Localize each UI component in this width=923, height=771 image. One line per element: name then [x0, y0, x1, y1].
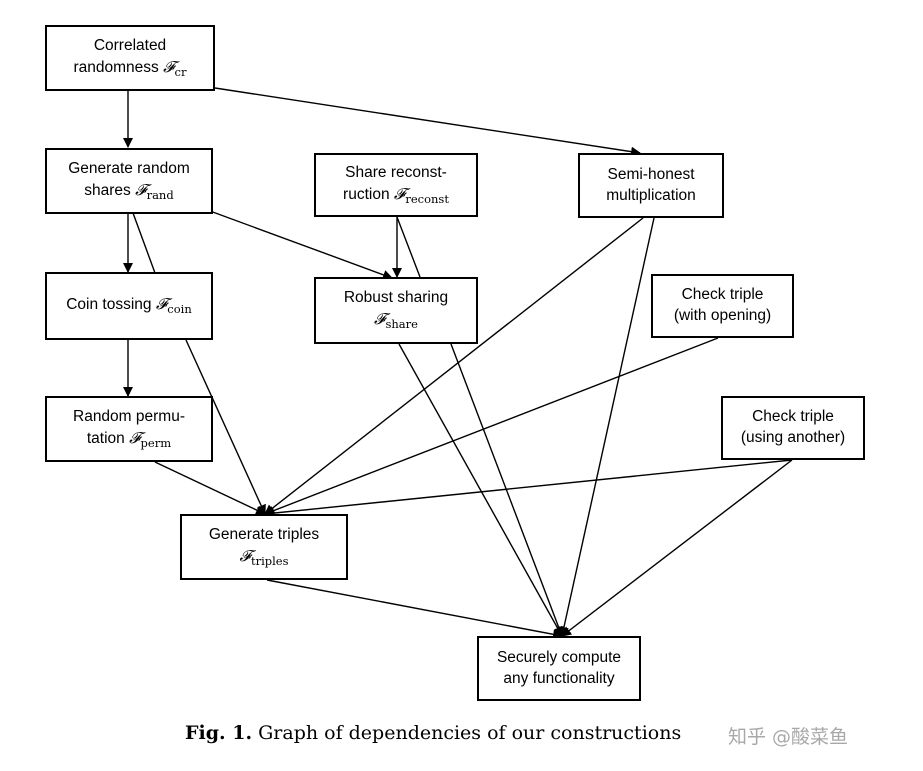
- math-subscript: perm: [140, 435, 172, 450]
- edge-semi-to-triples: [264, 217, 644, 515]
- node-correlated-randomness: Correlated randomness 𝓕cr: [45, 25, 215, 91]
- edge-triples-to-secure: [266, 579, 563, 640]
- caption-text: Graph of dependencies of our constructio…: [252, 722, 682, 744]
- node-text: Check triple: [752, 408, 834, 426]
- edge-perm-to-triples: [154, 461, 266, 515]
- node-text: ruction: [343, 185, 394, 203]
- edge-checkanother-to-secure: [561, 459, 793, 637]
- figure-caption: Fig. 1. Graph of dependencies of our con…: [185, 722, 745, 744]
- node-text: any functionality: [503, 669, 615, 687]
- edge-coin-to-triples: [185, 339, 266, 515]
- node-text: multiplication: [606, 186, 696, 204]
- node-semi-honest-multiplication: Semi-honest multiplication: [578, 153, 724, 218]
- math-subscript: share: [385, 317, 418, 332]
- node-text: Generate triples: [208, 525, 320, 543]
- edge-reconst-to-secure: [396, 216, 421, 278]
- node-text: shares: [84, 181, 136, 199]
- node-generate-random-shares: Generate random shares 𝓕rand: [45, 148, 213, 214]
- watermark: 知乎 @酸菜鱼: [728, 726, 849, 748]
- node-check-triple-with-opening: Check triple (with opening): [651, 274, 794, 338]
- math-symbol: 𝓕: [135, 180, 147, 199]
- node-text: tation: [86, 429, 130, 447]
- edge-checkopen-to-triples: [264, 337, 719, 516]
- node-robust-sharing: Robust sharing 𝓕share: [314, 277, 478, 344]
- node-text: Share reconst-: [345, 163, 447, 181]
- edge-checkanother-to-triples: [264, 459, 793, 519]
- edge-rand-to-triples: [132, 212, 156, 274]
- node-text: Robust sharing: [343, 289, 449, 307]
- edge-rand-to-robust: [209, 210, 393, 280]
- math-subscript: triples: [250, 553, 289, 568]
- caption-label: Fig. 1.: [185, 722, 253, 744]
- math-symbol: 𝓕: [393, 184, 406, 203]
- node-text: (using another): [740, 429, 846, 446]
- node-text: Random permu-: [73, 407, 185, 425]
- node-generate-triples: Generate triples 𝓕triples: [180, 514, 348, 580]
- node-text: Semi-honest: [607, 165, 695, 183]
- math-subscript: coin: [167, 302, 192, 317]
- node-text: (with opening): [673, 307, 772, 324]
- node-share-reconstruction: Share reconst- ruction 𝓕reconst: [314, 153, 478, 217]
- math-symbol: 𝓕: [239, 546, 251, 565]
- math-subscript: reconst: [405, 191, 449, 206]
- edge-semi-to-secure: [559, 217, 655, 637]
- node-text: Correlated: [93, 36, 167, 54]
- math-symbol: 𝓕: [155, 295, 168, 314]
- math-subscript: rand: [146, 187, 174, 202]
- node-text: randomness: [73, 58, 164, 76]
- node-random-permutation: Random permu- tation 𝓕perm: [45, 396, 213, 462]
- node-text: Generate random: [68, 159, 190, 177]
- math-symbol: 𝓕: [374, 310, 386, 329]
- node-securely-compute: Securely compute any functionality: [477, 636, 641, 701]
- edge-robust-to-secure-a: [398, 343, 563, 637]
- math-subscript: cr: [174, 64, 187, 79]
- node-text: Coin tossing: [66, 296, 156, 314]
- node-text: Securely compute: [496, 648, 622, 666]
- math-symbol: 𝓕: [163, 57, 175, 76]
- math-symbol: 𝓕: [129, 428, 141, 447]
- edge-robust-to-secure-b: [450, 343, 564, 637]
- node-coin-tossing: Coin tossing 𝓕coin: [45, 272, 213, 340]
- node-text: Check triple: [681, 286, 764, 304]
- node-check-triple-using-another: Check triple (using another): [721, 396, 865, 460]
- edge-corr-to-semi: [214, 87, 641, 157]
